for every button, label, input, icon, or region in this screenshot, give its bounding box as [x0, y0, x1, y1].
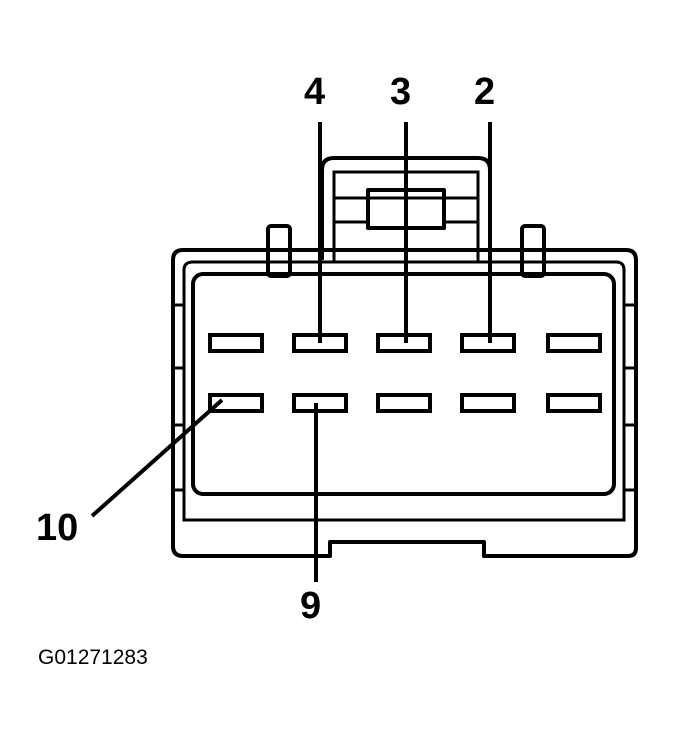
connector-housing: [171, 248, 638, 558]
leader-line-10: [90, 398, 224, 518]
pin-row-bottom: [208, 393, 602, 413]
pin-top-5: [546, 333, 602, 353]
figure-code: G01271283: [38, 646, 148, 669]
pin-cavity-face: [191, 272, 616, 496]
housing-ribs: [173, 303, 636, 492]
pin-label-10: 10: [36, 507, 78, 549]
pin-label-9: 9: [300, 585, 321, 627]
pin-bottom-3: [376, 393, 432, 413]
pin-label-4: 4: [304, 71, 325, 113]
pin-top-1: [208, 333, 264, 353]
connector-housing-inner: [182, 260, 626, 522]
pin-bottom-5: [546, 393, 602, 413]
pin-label-3: 3: [390, 71, 411, 113]
pin-9: [292, 393, 348, 413]
pin-label-2: 2: [474, 71, 495, 113]
pin-10: [208, 393, 264, 413]
pin-bottom-4: [460, 393, 516, 413]
